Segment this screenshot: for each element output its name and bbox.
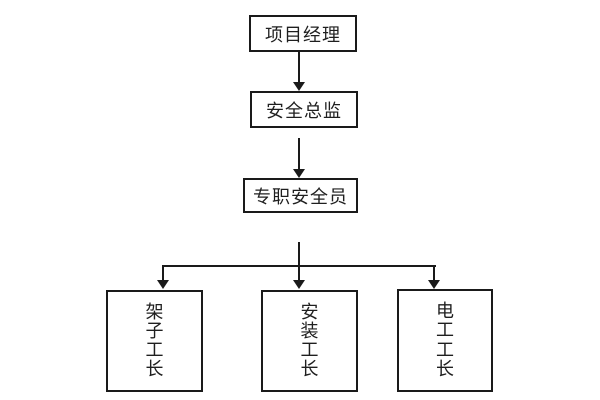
node-scaffolding-foreman: 架子工长 <box>106 290 203 392</box>
node-scaffolding-foreman-label: 架子工长 <box>145 301 164 380</box>
edge-drop-right-arrowhead-icon <box>428 280 440 289</box>
node-safety-officer: 专职安全员 <box>243 178 358 213</box>
node-safety-director-label: 安全总监 <box>266 100 342 121</box>
node-safety-officer-label: 专职安全员 <box>253 186 348 207</box>
node-installation-foreman: 安装工长 <box>261 290 358 392</box>
edge-sd-to-so-line <box>298 138 300 169</box>
edge-sd-to-so-arrowhead-icon <box>293 169 305 178</box>
edge-so-stem-line <box>298 242 300 281</box>
edge-pm-to-sd-arrowhead-icon <box>293 82 305 91</box>
node-electrician-foreman-label: 电工工长 <box>436 301 454 379</box>
edge-drop-left-line <box>162 267 164 281</box>
edge-distributor-rail-line <box>162 265 436 267</box>
edge-drop-middle-arrowhead-icon <box>293 280 305 289</box>
edge-pm-to-sd-line <box>298 52 300 83</box>
node-project-manager: 项目经理 <box>249 15 357 52</box>
node-safety-director: 安全总监 <box>250 91 358 128</box>
node-installation-foreman-label: 安装工长 <box>300 301 319 380</box>
edge-drop-right-line <box>433 267 435 281</box>
edge-drop-left-arrowhead-icon <box>157 280 169 289</box>
node-project-manager-label: 项目经理 <box>265 24 341 45</box>
node-electrician-foreman: 电工工长 <box>397 289 493 392</box>
